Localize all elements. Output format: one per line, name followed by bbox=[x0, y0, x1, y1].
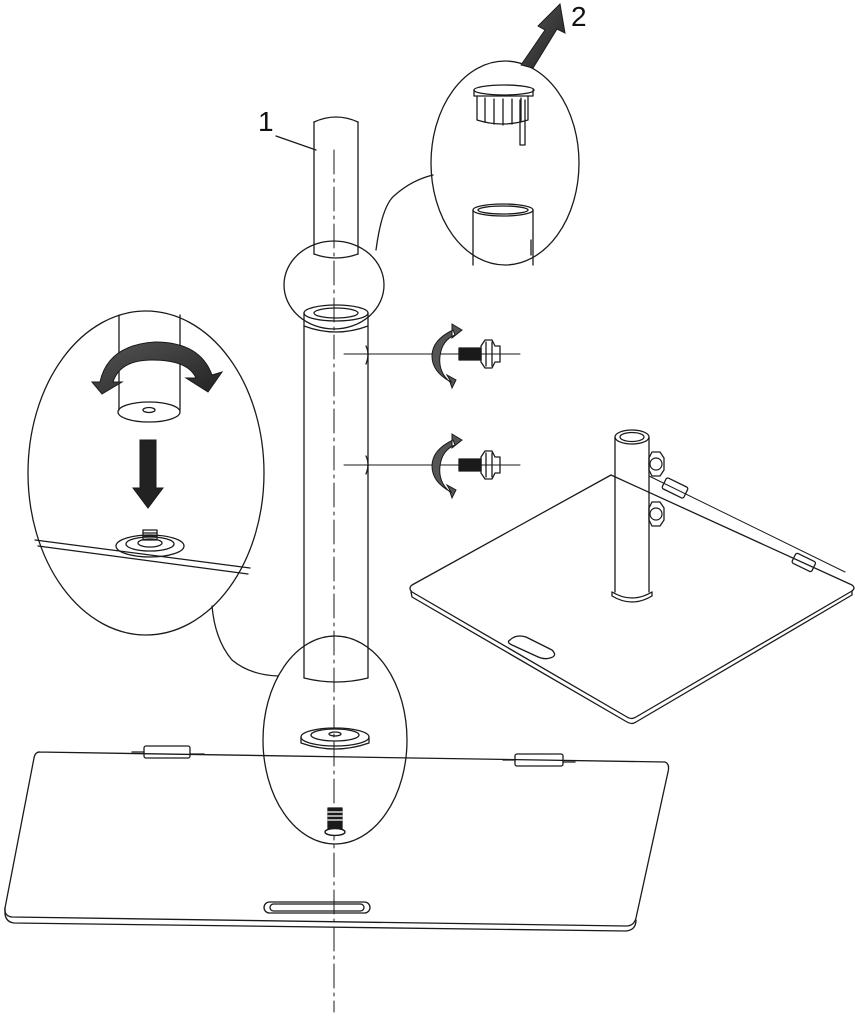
bottom-detail-view bbox=[262, 635, 408, 845]
curved-rotate-arrow-icon bbox=[90, 341, 224, 395]
knob-icon bbox=[649, 457, 663, 471]
handle-slot bbox=[263, 901, 371, 914]
top-detail-view bbox=[430, 60, 580, 266]
detail-leader-left bbox=[211, 605, 279, 677]
down-arrow-icon bbox=[132, 439, 164, 509]
detail-leader-top bbox=[375, 174, 434, 251]
base-plate bbox=[4, 745, 670, 932]
part-label-2: 2 bbox=[571, 1, 587, 32]
part-label-1: 1 bbox=[258, 106, 274, 137]
diagonal-arrow-icon bbox=[520, 2, 566, 69]
joint-detail-circle bbox=[283, 240, 385, 330]
assembled-view bbox=[409, 429, 855, 725]
lower-pole bbox=[303, 304, 369, 683]
knob-icon bbox=[649, 507, 663, 521]
curved-rotate-arrow-icon bbox=[431, 323, 463, 390]
hinge-tab-left bbox=[131, 745, 205, 759]
leader-line-1 bbox=[275, 135, 317, 151]
left-detail-view bbox=[27, 310, 265, 636]
hinge-tab-right bbox=[502, 753, 576, 767]
curved-rotate-arrow-icon bbox=[431, 433, 463, 500]
upper-pole bbox=[313, 116, 359, 259]
